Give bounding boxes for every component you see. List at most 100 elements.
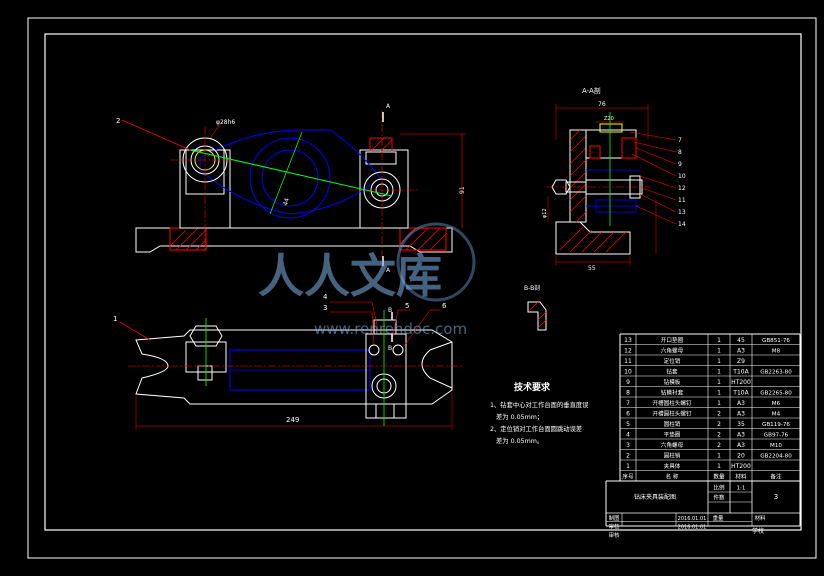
bom-row-name: 钻套 xyxy=(666,368,678,376)
watermark: 人人文库 www.renrendoc.com xyxy=(258,222,476,338)
bom-row-qty: 1 xyxy=(717,463,721,470)
tech-line-2: 差为 0.05mm； xyxy=(496,412,543,421)
bom-row-note: GB97-76 xyxy=(764,433,789,439)
bom-row-note: M10 xyxy=(770,443,782,449)
section-a-top: A xyxy=(386,103,391,110)
bom-row-qty: 1 xyxy=(717,348,721,355)
bom-header-qty: 数量 xyxy=(713,473,725,481)
dim-249: 249 xyxy=(286,416,299,424)
school-label: 学校 xyxy=(752,527,764,535)
bom-row-note: GB2265-80 xyxy=(760,391,792,397)
drawn-label: 制图 xyxy=(609,514,620,522)
bom-row-note: M8 xyxy=(772,349,781,355)
dim-76: 76 xyxy=(598,101,606,108)
top-view xyxy=(119,301,462,430)
dim-44: 44 xyxy=(282,197,291,206)
bom-row-qty: 2 xyxy=(717,442,721,449)
bom-row-name: 夹具体 xyxy=(664,462,681,470)
bom-row-material: HT200 xyxy=(731,463,751,470)
callout-13: 13 xyxy=(678,209,686,216)
tech-line-1: 1、钻套中心对工作台面的垂直度误 xyxy=(490,400,589,409)
qty-label: 件数 xyxy=(713,494,725,502)
callout-14: 14 xyxy=(678,221,686,228)
drawing-name: 钻床夹具装配图 xyxy=(634,493,676,501)
bom-row-no: 8 xyxy=(626,390,630,397)
bom-header-material: 材料 xyxy=(735,473,747,481)
bom-row-name: 六角螺母 xyxy=(661,347,684,355)
tech-title: 技术要求 xyxy=(514,381,551,393)
bom-row-name: 开槽圆柱头螺钉 xyxy=(652,410,692,418)
dim-z20: Z20 xyxy=(604,116,614,122)
bom-row-material: A3 xyxy=(737,348,745,355)
bom-row-no: 10 xyxy=(624,369,632,376)
bom-row-qty: 1 xyxy=(717,369,721,376)
bom-row-no: 1 xyxy=(626,463,630,470)
bom-row-no: 4 xyxy=(626,432,630,439)
watermark-brand: 人人文库 xyxy=(258,249,442,303)
approved-label: 审核 xyxy=(609,531,620,539)
bom-row-name: 圆柱销 xyxy=(664,452,681,460)
callout-10: 10 xyxy=(678,173,686,180)
bom-row-qty: 1 xyxy=(717,400,721,407)
bom-header-name: 名 称 xyxy=(666,473,679,481)
scale-label: 比例 xyxy=(713,484,725,492)
scale-value: 1:1 xyxy=(736,486,745,492)
bom-row-name: 开槽圆柱头螺钉 xyxy=(652,399,692,407)
callout-9: 9 xyxy=(678,161,682,168)
section-bb-view xyxy=(527,301,547,331)
dim-91: 91 xyxy=(459,186,466,194)
tech-line-4: 差为 0.05mm。 xyxy=(496,436,543,445)
bom-row-name: 开口垫圈 xyxy=(661,336,684,344)
checked-label: 审核 xyxy=(609,523,620,531)
bom-row-qty: 1 xyxy=(717,379,721,386)
bom-row-material: A3 xyxy=(737,442,745,449)
bom-row-no: 11 xyxy=(624,358,632,365)
bom-row-name: 平垫圈 xyxy=(664,431,681,439)
bom-row-name: 六角螺母 xyxy=(661,441,684,449)
bom-row-material: A3 xyxy=(737,411,745,418)
drawn-date: 2016.01.01 xyxy=(678,516,707,522)
callout-1: 1 xyxy=(113,315,117,323)
bom-row-qty: 2 xyxy=(717,411,721,418)
bom-row-material: Z9 xyxy=(737,358,745,365)
bom-header-note: 备注 xyxy=(770,473,782,481)
callout-4: 4 xyxy=(323,293,328,301)
bom-row-material: T10A xyxy=(732,390,749,397)
bom-row-no: 9 xyxy=(626,379,630,386)
bom-row-name: 定位销 xyxy=(664,357,681,365)
bom-row-material: 20 xyxy=(737,453,745,460)
callout-7: 7 xyxy=(678,137,682,144)
tech-line-3: 2、定位销对工作台面圆跳动误差 xyxy=(490,424,582,433)
bom-header-no: 序号 xyxy=(622,473,634,481)
inner-border xyxy=(44,33,802,531)
bom-row-no: 12 xyxy=(624,348,632,355)
callout-2: 2 xyxy=(116,117,120,125)
callout-6: 6 xyxy=(442,302,447,310)
callout-3: 3 xyxy=(323,304,327,312)
section-aa-view xyxy=(546,104,677,266)
bom-row-name: 钻模衬套 xyxy=(661,389,684,397)
section-a-bottom: A xyxy=(386,267,391,274)
checked-date: 2016.01.01 xyxy=(678,525,707,531)
bom-row-no: 2 xyxy=(626,453,630,460)
bom-row-note: GB2263-80 xyxy=(760,370,792,376)
bom-row-material: HT200 xyxy=(731,379,751,386)
bom-row-material: A3 xyxy=(737,432,745,439)
bom-row-note: GB851-76 xyxy=(762,338,790,344)
callouts-side: 7 8 9 10 12 11 13 14 xyxy=(678,137,686,228)
watermark-url: www.renrendoc.com xyxy=(314,320,467,338)
bom-row-no: 6 xyxy=(626,411,630,418)
dim-55: 55 xyxy=(588,265,596,272)
bom-row-material: 35 xyxy=(737,421,745,428)
bom-row-material: T10A xyxy=(732,369,749,376)
material-label: 材料 xyxy=(755,514,766,522)
callout-8: 8 xyxy=(678,149,682,156)
bom-row-no: 5 xyxy=(626,421,630,428)
bom-row-qty: 1 xyxy=(717,390,721,397)
callout-11: 11 xyxy=(678,197,686,204)
bom-row-name: 圆柱销 xyxy=(664,420,681,428)
section-b-bottom: B xyxy=(388,345,392,352)
bom-row-note: GB2204-80 xyxy=(760,454,792,460)
